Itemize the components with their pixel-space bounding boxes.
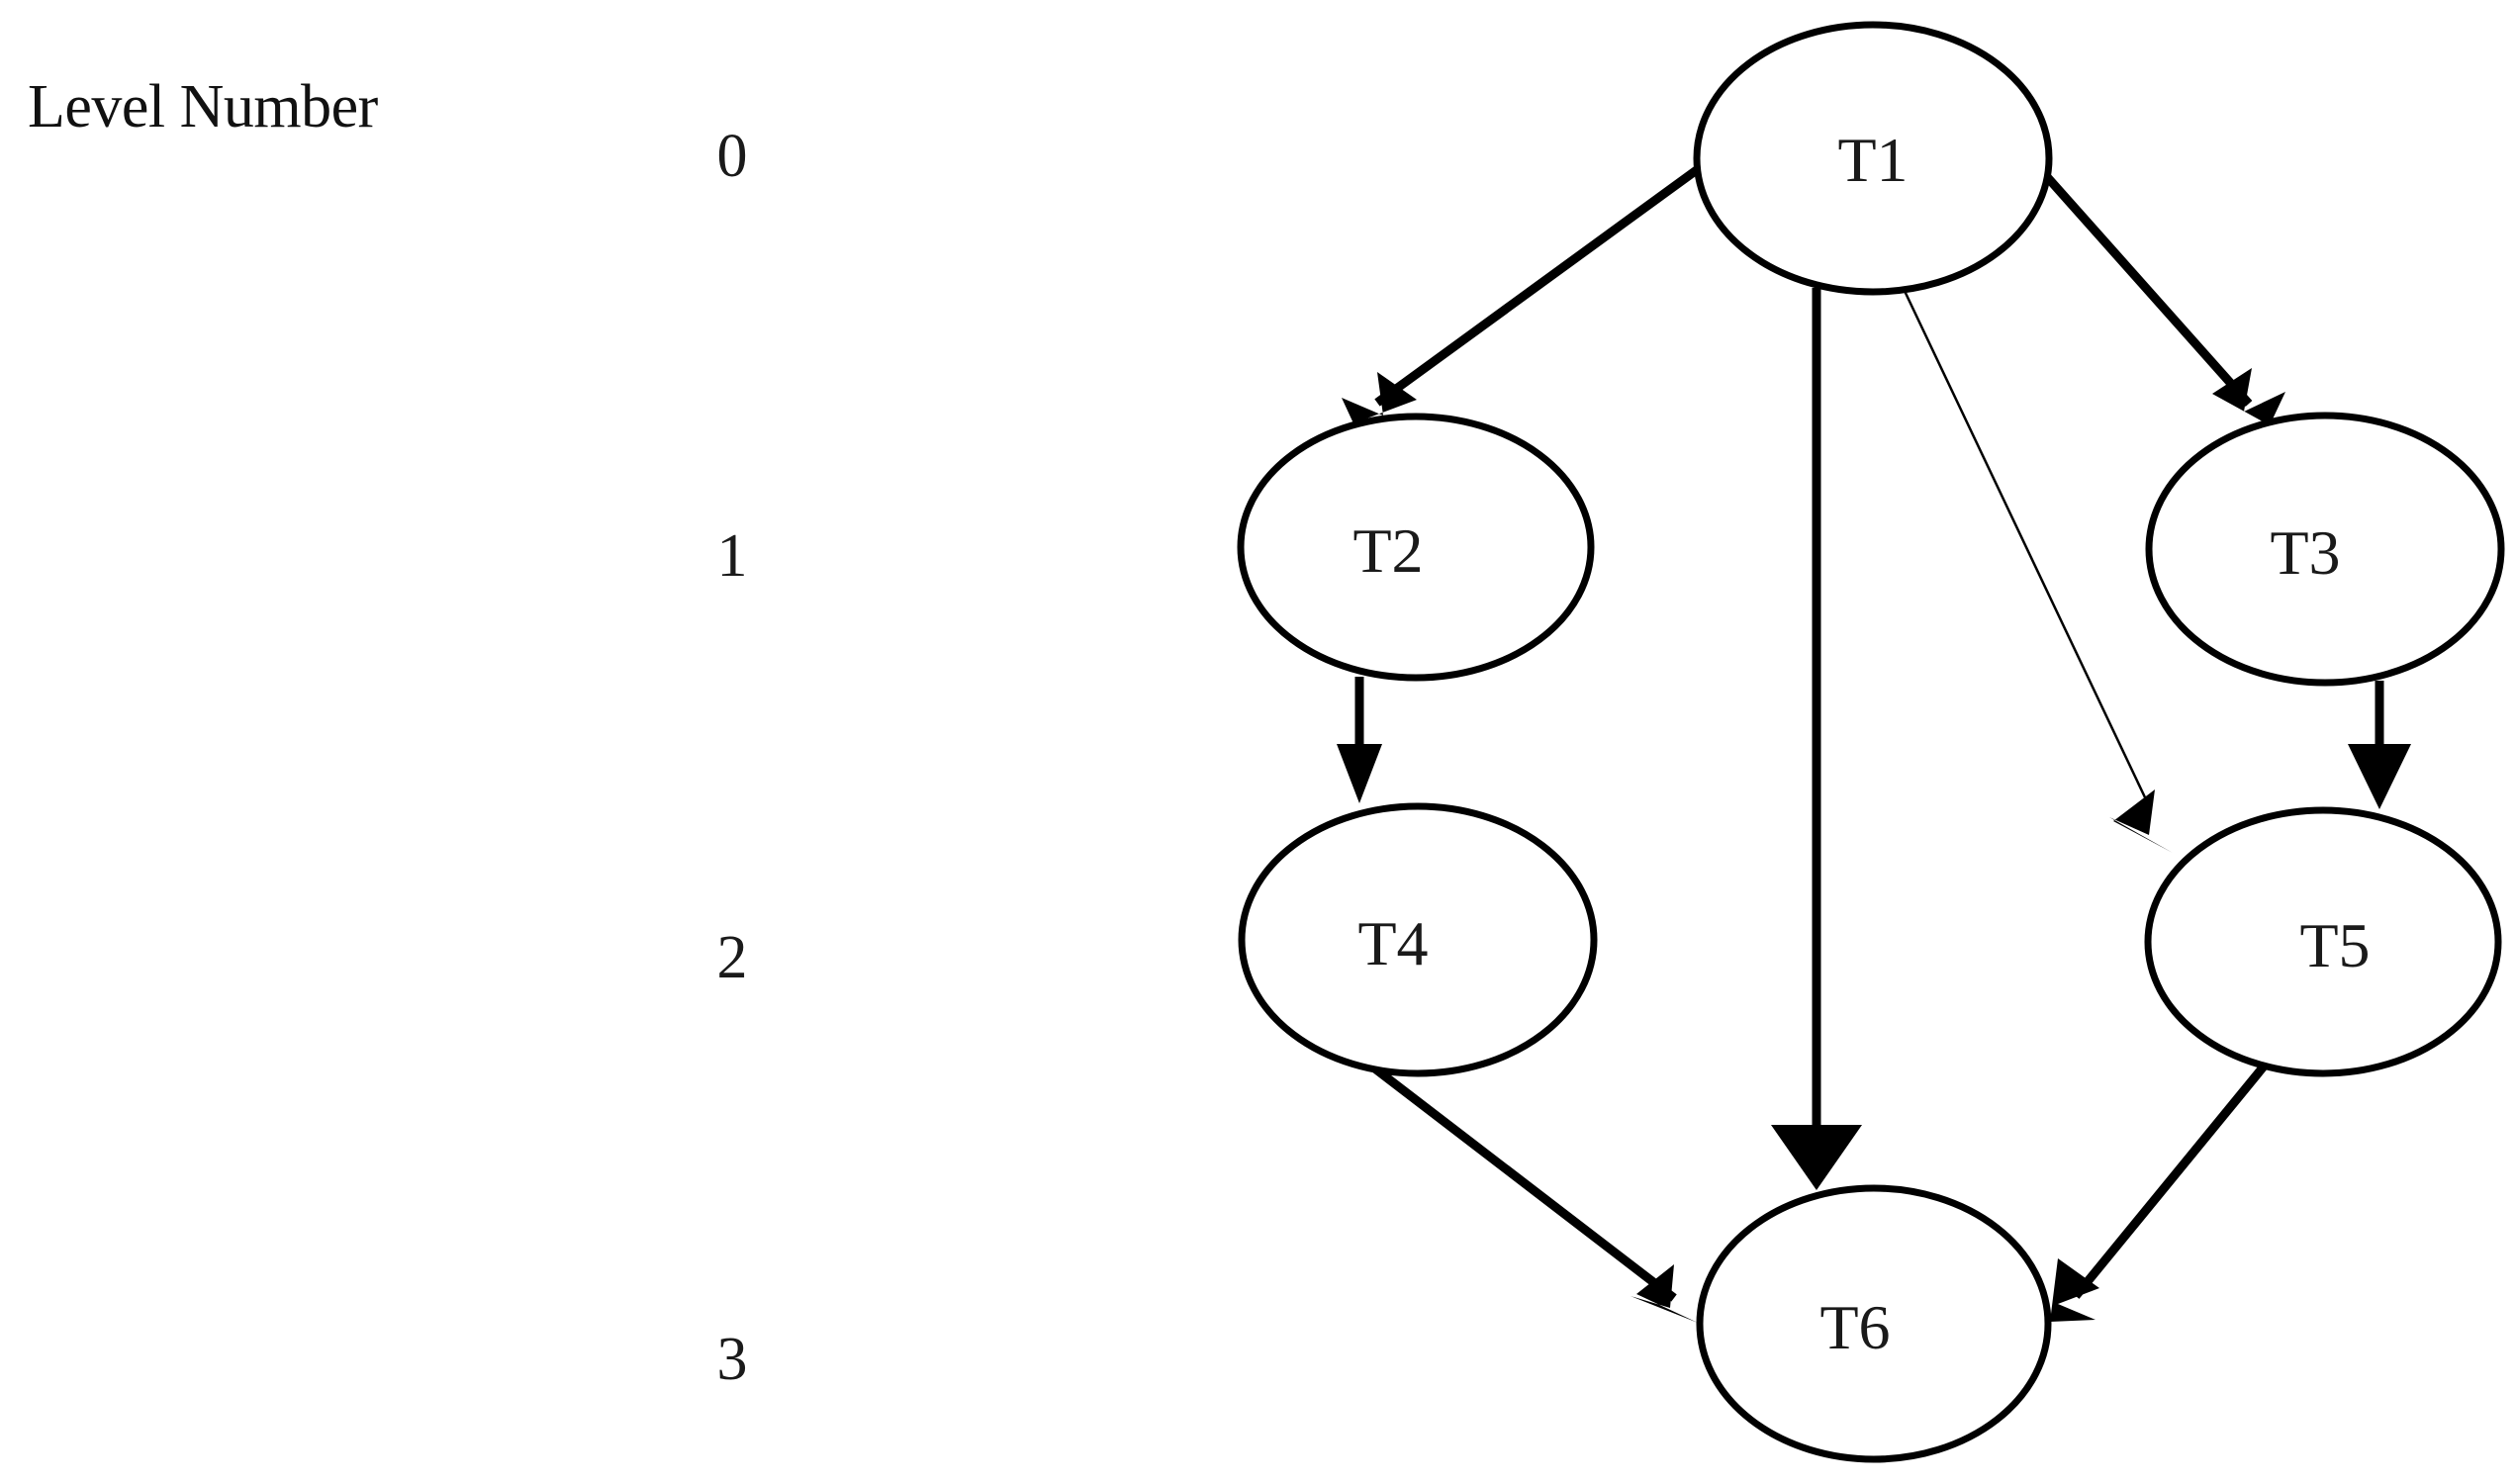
edge-t1-t6: [1771, 288, 1862, 1190]
edge-t1-t6-arrowhead: [1771, 1125, 1862, 1190]
edge-t3-t5: [2348, 681, 2411, 809]
node-t1[interactable]: T1: [1693, 21, 2053, 296]
edge-t1-t5-arrowhead: [2109, 789, 2173, 853]
node-t3[interactable]: T3: [2145, 412, 2505, 687]
edge-t1-t2-arrowhead: [1342, 372, 1417, 423]
level-label-1: 1: [717, 522, 748, 590]
edges-layer: [1337, 165, 2411, 1323]
node-t6[interactable]: T6: [1696, 1184, 2052, 1463]
node-t6-ellipse[interactable]: [1696, 1184, 2052, 1463]
node-t4-ellipse[interactable]: [1238, 802, 1598, 1077]
edge-t2-t4: [1337, 677, 1382, 803]
level-number-column: 0 1 2 3: [717, 123, 748, 1393]
node-t3-label: T3: [2270, 517, 2340, 588]
node-t5-ellipse[interactable]: [2144, 806, 2502, 1077]
edge-t5-t6-arrowhead: [2050, 1258, 2099, 1322]
node-t5[interactable]: T5: [2144, 806, 2502, 1077]
level-label-3: 3: [717, 1326, 748, 1393]
node-t2-label: T2: [1352, 515, 1423, 586]
edge-t5-t6: [2050, 1059, 2272, 1322]
edge-t4-t6: [1356, 1053, 1698, 1323]
axis-title-level-number: Level Number: [28, 73, 379, 140]
edge-t1-t5-line: [1903, 290, 2147, 798]
nodes-layer: T1 T2 T3 T4 T5 T6: [1237, 21, 2505, 1463]
level-label-2: 2: [717, 924, 748, 991]
node-t5-label: T5: [2299, 910, 2370, 980]
edge-t1-t5: [1903, 290, 2173, 853]
node-t4-label: T4: [1357, 908, 1428, 978]
edge-t2-t4-arrowhead: [1337, 744, 1382, 803]
edge-t1-t3-line: [2037, 167, 2253, 407]
edge-t3-t5-arrowhead: [2348, 744, 2411, 809]
edge-t1-t3: [2037, 167, 2285, 425]
edge-t4-t6-line: [1356, 1053, 1677, 1302]
edge-t5-t6-line: [2072, 1059, 2272, 1299]
node-t2[interactable]: T2: [1237, 413, 1595, 682]
node-t2-ellipse[interactable]: [1237, 413, 1595, 682]
edge-t4-t6-arrowhead: [1630, 1264, 1698, 1323]
level-label-0: 0: [717, 123, 748, 190]
edge-t1-t3-arrowhead: [2212, 368, 2285, 425]
node-t4[interactable]: T4: [1238, 802, 1598, 1077]
node-t3-ellipse[interactable]: [2145, 412, 2505, 687]
edge-t1-t2: [1342, 165, 1701, 423]
edge-t1-t2-line: [1374, 165, 1701, 407]
node-t6-label: T6: [1819, 1292, 1890, 1362]
node-t1-ellipse[interactable]: [1693, 21, 2053, 296]
node-t1-label: T1: [1837, 125, 1908, 195]
